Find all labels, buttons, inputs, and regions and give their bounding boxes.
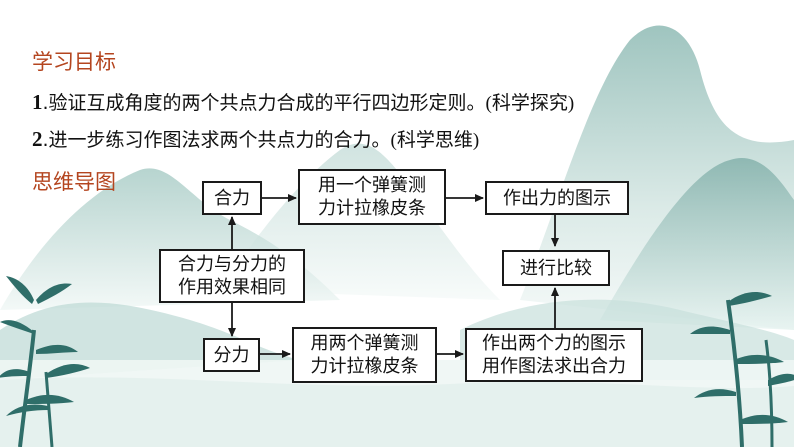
one-spring-box: 用一个弹簧测力计拉橡皮条	[298, 169, 446, 225]
objective-1-tag: (科学探究)	[485, 93, 575, 114]
draw-force-box: 作出力的图示	[485, 181, 629, 215]
objective-1-number: 1	[32, 90, 43, 114]
objective-2-number: 2	[32, 127, 43, 151]
bamboo-decoration-left	[0, 276, 90, 447]
objective-1-text: .验证互成角度的两个共点力合成的平行四边形定则。	[42, 92, 486, 114]
compare-box: 进行比较	[502, 250, 610, 286]
mindmap-heading: 思维导图	[32, 170, 116, 194]
objectives-heading: 学习目标	[32, 50, 116, 74]
objective-1: 1.验证互成角度的两个共点力合成的平行四边形定则。(科学探究)	[32, 89, 574, 117]
components-box: 分力	[203, 338, 260, 372]
objective-2-text: .进一步练习作图法求两个共点力的合力。	[42, 129, 391, 151]
two-springs-box: 用两个弹簧测力计拉橡皮条	[292, 327, 437, 383]
bamboo-decoration-right	[690, 292, 794, 447]
draw-two-box: 作出两个力的图示用作图法求出合力	[465, 328, 643, 382]
center-box: 合力与分力的作用效果相同	[159, 249, 305, 303]
objective-2-tag: (科学思维)	[390, 130, 480, 151]
objective-2: 2.进一步练习作图法求两个共点力的合力。(科学思维)	[32, 126, 479, 154]
resultant-box: 合力	[202, 181, 262, 215]
